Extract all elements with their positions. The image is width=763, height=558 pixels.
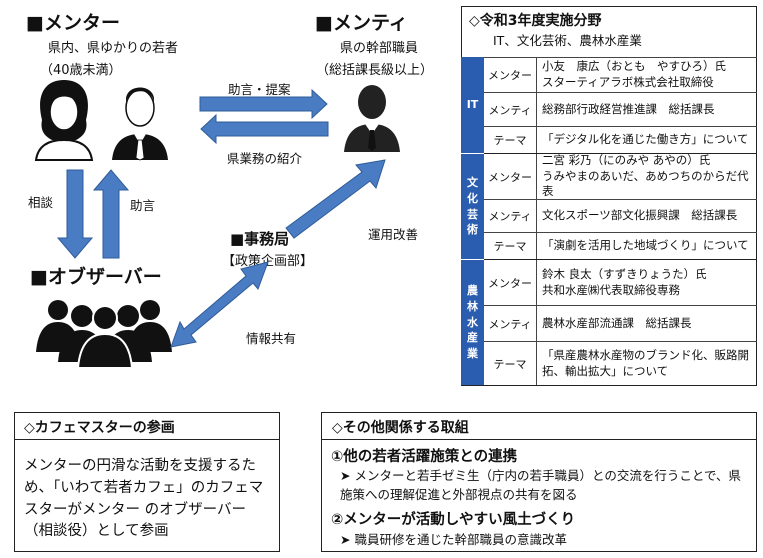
mentee-heading: ■メンティ <box>315 12 408 34</box>
office-heading: ■事務局 <box>230 230 290 248</box>
arrow-label-intro-business: 県業務の紹介 <box>227 151 303 166</box>
section-label-agriculture: 農 林 水 産 業 <box>461 259 484 385</box>
observer-heading: ■オブザーバー <box>30 266 162 288</box>
table-row-it-theme: テーマ 「デジタル化を通じた働き方」について <box>484 126 757 153</box>
table-row-agri-mentor: メンター 鈴木 良太（すずきりょうた）氏 共和水産㈱代表取締役専務 <box>484 259 757 305</box>
role-label: メンティ <box>484 306 537 341</box>
section-label-it: IT <box>461 57 484 153</box>
arrow-office-observer <box>170 261 269 348</box>
role-label: メンター <box>484 260 537 305</box>
arrow-mentor-to-observer <box>56 169 94 259</box>
role-label: テーマ <box>484 233 537 259</box>
cell-line: 「デジタル化を通じた働き方」について <box>542 132 749 147</box>
cafe-master-title: ◇カフェマスターの参画 <box>24 420 175 436</box>
fields-table-subtitle: IT、文化芸術、農林水産業 <box>493 33 642 48</box>
mentor-desc-line2: （40歳未満） <box>40 63 122 78</box>
arrow-label-advice-proposal: 助言・提案 <box>228 82 291 97</box>
mentor-woman-icon <box>34 80 94 161</box>
cell-line: 小友 康広（おとも やすひろ）氏 <box>542 59 726 74</box>
cell-line: 総務部行政経営推進課 総括課長 <box>542 101 715 116</box>
table-row-agri-mentee: メンティ 農林水産部流通課 総括課長 <box>484 305 757 341</box>
other-item2-bullet: ➤ 職員研修を通じた幹部職員の意識改革 <box>340 532 567 547</box>
section-label-char: 農 <box>467 283 478 297</box>
section-label-char: 産 <box>467 331 478 345</box>
mentee-man-icon <box>344 85 400 152</box>
role-label: メンティ <box>484 93 537 126</box>
other-initiatives-title: ◇その他関係する取組 <box>332 420 469 436</box>
section-label-char: 化 <box>467 191 478 205</box>
role-value: 総務部行政経営推進課 総括課長 <box>542 93 753 126</box>
cell-line: 拓、輸出拡大」について <box>542 363 669 378</box>
arrow-office-to-mentee <box>285 159 386 239</box>
section-label-char: IT <box>466 98 479 112</box>
other-item2-heading: ②メンターが活動しやすい風土づくり <box>331 512 576 528</box>
role-label: テーマ <box>484 127 537 153</box>
arrow-label-consult: 相談 <box>28 195 54 210</box>
cell-line: 農林水産部流通課 総括課長 <box>542 315 692 330</box>
cell-line: 二宮 彩乃（にのみや あやの）氏 <box>542 153 711 168</box>
role-value: 二宮 彩乃（にのみや あやの）氏 うみやまのあいだ、あめつちのからだ代表 <box>542 153 753 199</box>
arrow-mentee-to-mentor <box>200 113 329 145</box>
observer-group-icon <box>36 300 172 369</box>
mentor-desc-line1: 県内、県ゆかりの若者 <box>48 41 179 56</box>
cell-line: 文化スポーツ部文化振興課 総括課長 <box>542 208 738 223</box>
arrow-mentor-to-mentee <box>199 88 328 120</box>
cell-line: スターティアラボ株式会社取締役 <box>542 75 714 89</box>
arrow-label-info-share: 情報共有 <box>246 331 297 346</box>
section-label-char: 林 <box>467 299 478 313</box>
section-label-char: 文 <box>467 175 478 189</box>
fields-table-title: ◇令和3年度実施分野 <box>469 13 602 29</box>
cell-line: 鈴木 良太（すずきりょうた）氏 <box>542 266 707 281</box>
section-label-char: 術 <box>467 223 478 237</box>
other-item1-heading: ①他の若者活躍施策との連携 <box>331 449 518 465</box>
arrow-label-improve: 運用改善 <box>368 227 419 242</box>
cell-line: 共和水産㈱代表取締役専務 <box>542 282 680 297</box>
table-row-agri-theme: テーマ 「県産農林水産物のブランド化、販路開 拓、輸出拡大」について <box>484 341 757 385</box>
role-value: 農林水産部流通課 総括課長 <box>542 306 753 341</box>
cell-line: うみやまのあいだ、あめつちのからだ代表 <box>542 168 749 199</box>
mentee-desc-line2: （総括課長級以上） <box>316 63 434 78</box>
cafe-master-title-frame <box>14 412 280 440</box>
role-label: テーマ <box>484 342 537 385</box>
mentor-heading: ■メンター <box>26 12 120 34</box>
section-label-culture: 文 化 芸 術 <box>461 153 484 259</box>
arrow-label-advice: 助言 <box>130 198 156 213</box>
role-value: 文化スポーツ部文化振興課 総括課長 <box>542 200 753 232</box>
section-label-char: 芸 <box>467 207 478 221</box>
arrow-observer-to-mentor <box>92 169 130 259</box>
cell-line: 「演劇を活用した地域づくり」について <box>542 238 749 253</box>
role-value: 「県産農林水産物のブランド化、販路開 拓、輸出拡大」について <box>542 342 753 385</box>
role-value: 「デジタル化を通じた働き方」について <box>542 127 753 153</box>
section-label-char: 業 <box>467 347 478 361</box>
role-label: メンター <box>484 58 537 92</box>
mentor-man-icon <box>112 87 168 161</box>
role-value: 「演劇を活用した地域づくり」について <box>542 233 753 259</box>
table-row-it-mentee: メンティ 総務部行政経営推進課 総括課長 <box>484 92 757 126</box>
table-row-culture-theme: テーマ 「演劇を活用した地域づくり」について <box>484 232 757 259</box>
other-initiatives-title-frame <box>321 412 757 440</box>
table-row-culture-mentee: メンティ 文化スポーツ部文化振興課 総括課長 <box>484 199 757 232</box>
table-row-culture-mentor: メンター 二宮 彩乃（にのみや あやの）氏 うみやまのあいだ、あめつちのからだ代… <box>484 153 757 199</box>
mentee-desc-line1: 県の幹部職員 <box>340 41 419 56</box>
office-sub: 【政策企画部】 <box>222 254 314 269</box>
role-label: メンティ <box>484 200 537 232</box>
role-value: 小友 康広（おとも やすひろ）氏 スターティアラボ株式会社取締役 <box>542 58 753 92</box>
other-item1-bullet: ➤ メンターと若手ゼミ生（庁内の若手職員）との交流を行うことで、県施策への理解促… <box>340 468 741 503</box>
role-label: メンター <box>484 154 537 199</box>
table-row-it-mentor: メンター 小友 康広（おとも やすひろ）氏 スターティアラボ株式会社取締役 <box>484 57 757 92</box>
role-value: 鈴木 良太（すずきりょうた）氏 共和水産㈱代表取締役専務 <box>542 260 753 305</box>
cafe-master-body: メンターの円滑な活動を支援するため、「いわて若者カフェ」のカフェマスターがメンタ… <box>24 458 264 540</box>
cell-line: 「県産農林水産物のブランド化、販路開 <box>542 347 749 362</box>
section-label-char: 水 <box>467 315 478 329</box>
